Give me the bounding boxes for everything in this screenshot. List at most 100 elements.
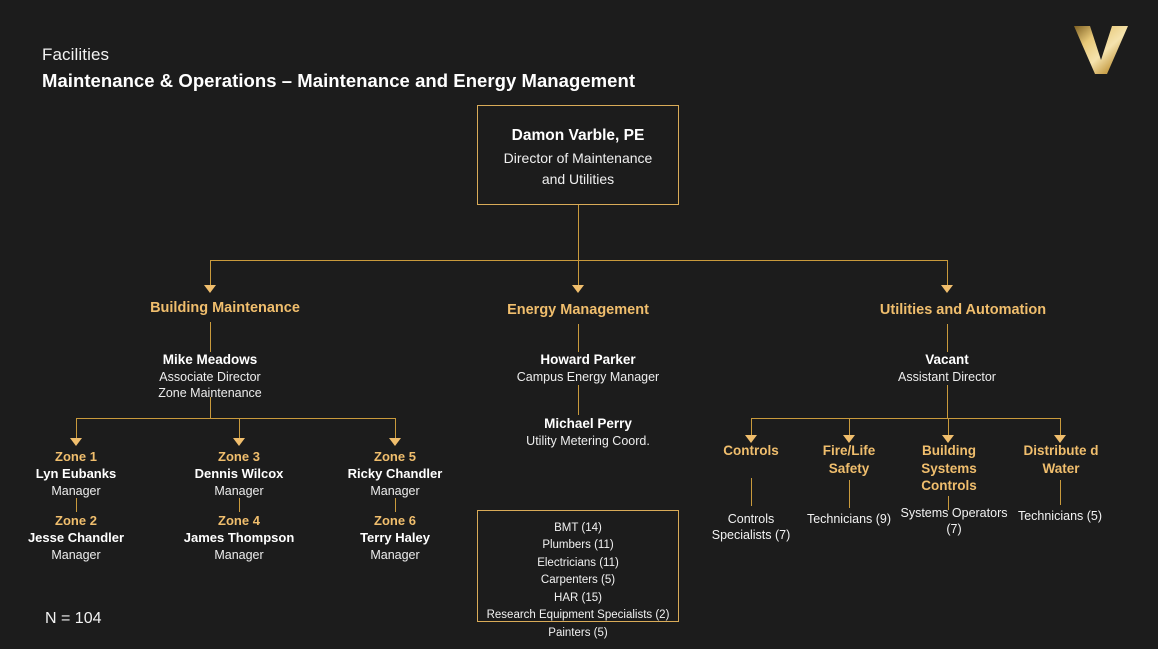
connector-building-to-lead [210, 322, 211, 352]
zone-card-2: Zone 2 Jesse Chandler Manager [26, 512, 126, 563]
zone-manager-name: Terry Haley [360, 530, 430, 546]
staff-water-technicians: Technicians (5) [1017, 509, 1103, 523]
connector-drop-zone5 [395, 418, 396, 438]
person-role-1: Utility Metering Coord. [526, 433, 650, 448]
zone-manager-role: Manager [370, 547, 420, 562]
trade-line: Plumbers (11) [542, 539, 614, 552]
connector-lead-to-autobus [947, 385, 948, 418]
person-role-1: Campus Energy Manager [516, 369, 660, 384]
connector-drop-distributed-water [1060, 418, 1061, 435]
arrow-energy-management [572, 285, 584, 293]
trade-line: Carpenters (5) [540, 574, 616, 587]
person-name: Michael Perry [544, 416, 632, 431]
connector-drop-zone1 [76, 418, 77, 438]
zone-label: Zone 4 [218, 513, 260, 528]
staff-fire-technicians: Technicians (9) [806, 512, 892, 526]
zone-manager-name: Jesse Chandler [27, 530, 125, 546]
director-role-line2: and Utilities [541, 170, 615, 187]
zone-manager-role: Manager [214, 483, 264, 498]
zone-label: Zone 5 [374, 449, 416, 464]
zone-label: Zone 1 [55, 449, 97, 464]
person-role-1: Assistant Director [898, 369, 996, 384]
arrow-building-systems-controls [942, 435, 954, 443]
zone-label: Zone 6 [374, 513, 416, 528]
arrow-zone1 [70, 438, 82, 446]
connector-controls-to-staff [751, 478, 752, 506]
unit-utilities-automation: Utilities and Automation [879, 302, 1047, 318]
person-mike-meadows: Mike Meadows Associate Director Zone Mai… [110, 351, 310, 402]
connector-automation-bus [751, 418, 1061, 419]
zone-card-4: Zone 4 James Thompson Manager [169, 512, 309, 563]
arrow-controls [745, 435, 757, 443]
person-vacant-assistant-director: Vacant Assistant Director [847, 351, 1047, 385]
connector-energy-to-lead [578, 324, 579, 352]
zone-manager-name: Ricky Chandler [347, 466, 443, 482]
trade-line: Research Equipment Specialists (2) [486, 609, 670, 622]
trade-line: Electricians (11) [537, 556, 619, 569]
subunit-distributed-water: Distribute d Water [1023, 443, 1099, 476]
person-name: Howard Parker [540, 352, 636, 367]
zone-card-1: Zone 1 Lyn Eubanks Manager [16, 448, 136, 499]
arrow-zone3 [233, 438, 245, 446]
person-howard-parker: Howard Parker Campus Energy Manager [478, 351, 698, 385]
arrow-zone5 [389, 438, 401, 446]
connector-utilities-to-lead [947, 324, 948, 352]
connector-drop-building [210, 260, 211, 285]
person-role-2: Zone Maintenance [158, 386, 262, 401]
connector-zone-bus [76, 418, 395, 419]
connector-bsc-to-staff [948, 496, 949, 510]
zone-manager-name: Dennis Wilcox [194, 466, 284, 482]
zone-label: Zone 2 [55, 513, 97, 528]
connector-drop-energy [578, 260, 579, 285]
connector-water-to-staff [1060, 480, 1061, 505]
trade-line: Painters (5) [548, 626, 608, 639]
slide-eyebrow: Facilities [42, 45, 110, 64]
connector-zone3-to-zone4 [239, 498, 240, 512]
director-name: Damon Varble, PE [511, 127, 645, 144]
arrow-utilities-automation [941, 285, 953, 293]
vanderbilt-v-logo [1070, 22, 1132, 76]
zone-manager-role: Manager [370, 483, 420, 498]
subunit-building-systems-controls: Building Systems Controls [921, 443, 977, 494]
connector-drop-utilities [947, 260, 948, 285]
unit-energy-management: Energy Management [507, 302, 649, 318]
connector-director-trunk [578, 205, 579, 260]
zone-label: Zone 3 [218, 449, 260, 464]
trades-staffing-box: BMT (14) Plumbers (11) Electricians (11)… [477, 510, 679, 639]
arrow-fire-life-safety [843, 435, 855, 443]
zone-manager-name: James Thompson [183, 530, 295, 546]
zone-manager-role: Manager [51, 547, 101, 562]
zone-manager-name: Lyn Eubanks [35, 466, 117, 482]
arrow-distributed-water [1054, 435, 1066, 443]
connector-drop-controls [751, 418, 752, 435]
director-role-line1: Director of Maintenance [503, 149, 653, 166]
connector-drop-building-systems-controls [948, 418, 949, 435]
person-michael-perry: Michael Perry Utility Metering Coord. [478, 415, 698, 449]
connector-lead-to-zonebus [210, 397, 211, 418]
director-box: Damon Varble, PE Director of Maintenance… [477, 105, 679, 205]
person-name: Vacant [925, 352, 969, 367]
connector-zone1-to-zone2 [76, 498, 77, 512]
total-headcount: N = 104 [45, 610, 102, 627]
person-role-1: Associate Director [159, 369, 261, 384]
subunit-controls: Controls [723, 443, 779, 458]
connector-fire-to-staff [849, 480, 850, 508]
zone-card-3: Zone 3 Dennis Wilcox Manager [174, 448, 304, 499]
trade-line: HAR (15) [554, 591, 602, 604]
connector-parker-to-perry [578, 385, 579, 415]
unit-building-maintenance: Building Maintenance [150, 300, 300, 316]
zone-manager-role: Manager [51, 483, 101, 498]
connector-zone5-to-zone6 [395, 498, 396, 512]
zone-manager-role: Manager [214, 547, 264, 562]
staff-controls-specialists: Controls Specialists (7) [711, 512, 791, 543]
staff-systems-operators: Systems Operators (7) [900, 506, 1008, 537]
connector-drop-fire-life-safety [849, 418, 850, 435]
subunit-fire-life-safety: Fire/Life Safety [822, 443, 876, 476]
trade-line: BMT (14) [554, 522, 602, 534]
connector-main-bus [210, 260, 948, 261]
arrow-building-maintenance [204, 285, 216, 293]
page-title: Maintenance & Operations – Maintenance a… [42, 70, 636, 91]
connector-drop-zone3 [239, 418, 240, 438]
zone-card-6: Zone 6 Terry Haley Manager [335, 512, 455, 563]
